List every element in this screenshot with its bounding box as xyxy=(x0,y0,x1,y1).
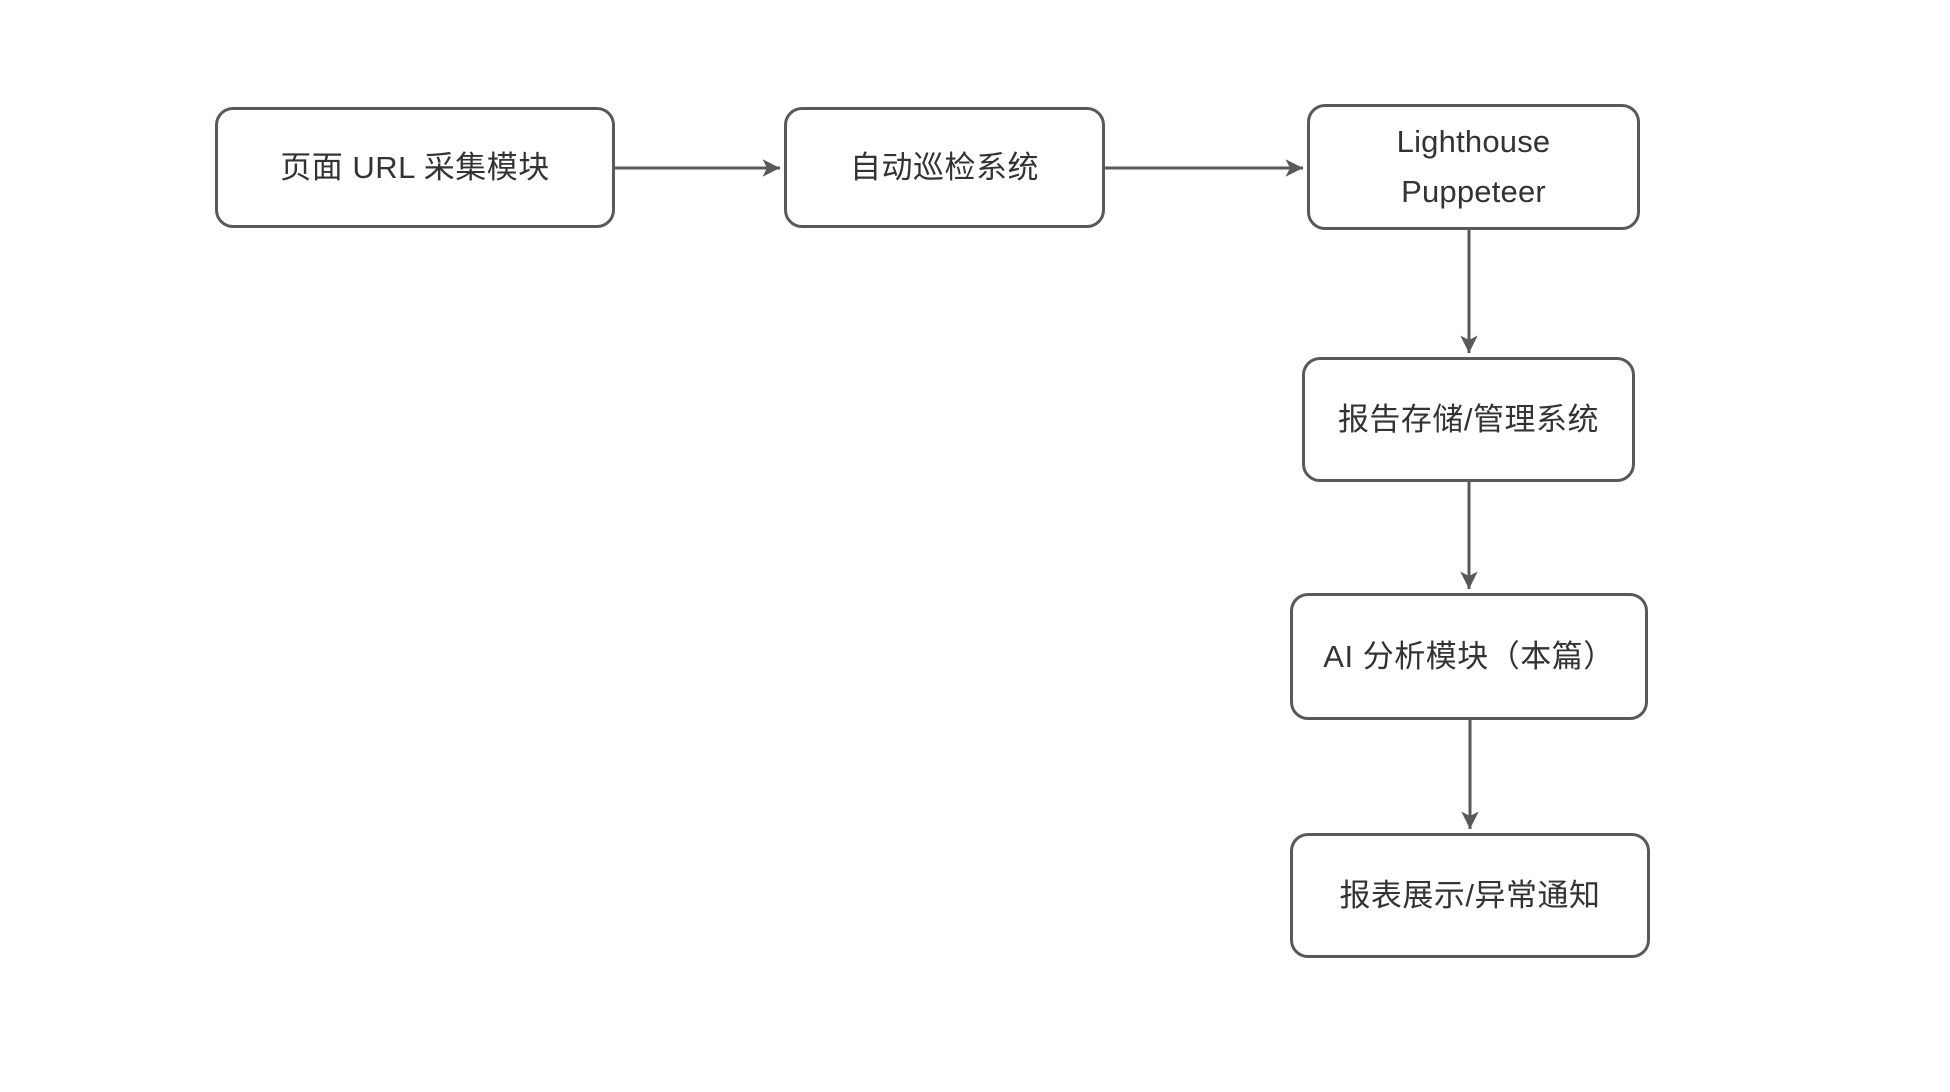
node-label-line2: Puppeteer xyxy=(1401,174,1546,209)
node-report-storage-management: 报告存储/管理系统 xyxy=(1302,357,1635,482)
node-label-line1: Lighthouse xyxy=(1396,124,1551,160)
node-lighthouse-puppeteer: Lighthouse Puppeteer xyxy=(1307,104,1640,230)
node-report-display-notify: 报表展示/异常通知 xyxy=(1290,833,1650,958)
node-label: 自动巡检系统 xyxy=(850,149,1039,185)
node-page-url-collector: 页面 URL 采集模块 xyxy=(215,107,615,228)
node-label: 报告存储/管理系统 xyxy=(1337,401,1600,437)
node-ai-analysis-module: AI 分析模块（本篇） xyxy=(1290,593,1648,720)
node-label: AI 分析模块（本篇） xyxy=(1323,638,1615,674)
node-label: 报表展示/异常通知 xyxy=(1339,877,1601,913)
node-label: 页面 URL 采集模块 xyxy=(280,149,550,185)
node-auto-inspection-system: 自动巡检系统 xyxy=(784,107,1105,228)
